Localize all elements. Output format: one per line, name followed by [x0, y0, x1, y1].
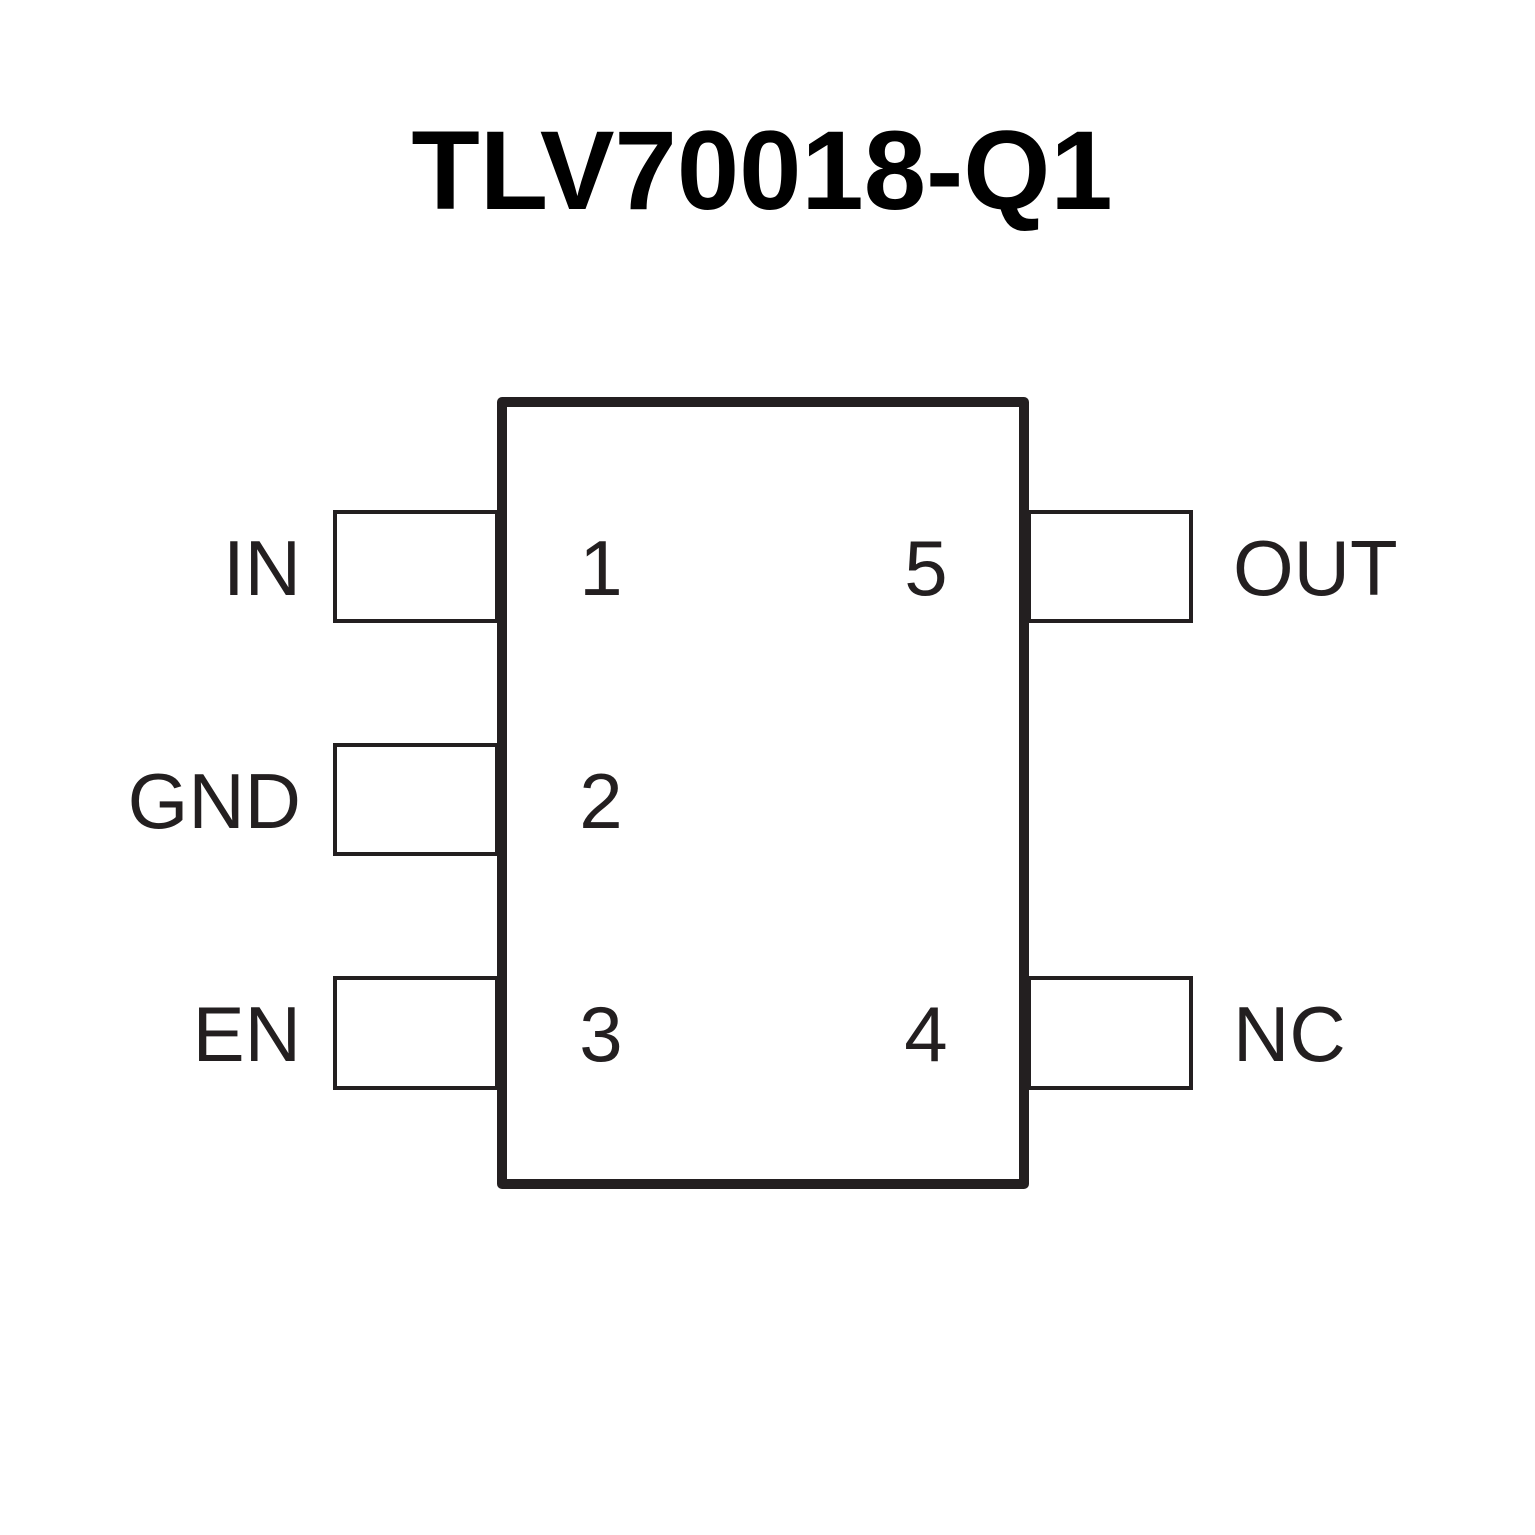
pin-lead-3 — [333, 976, 499, 1090]
pin-lead-1 — [333, 510, 499, 623]
pin-number-2: 2 — [579, 757, 622, 845]
pin-number-5: 5 — [904, 524, 947, 612]
pin-name-in: IN — [223, 524, 301, 612]
pin-name-nc: NC — [1233, 990, 1346, 1078]
package-body — [497, 397, 1029, 1189]
pin-number-3: 3 — [579, 990, 622, 1078]
device-title: TLV70018-Q1 — [411, 108, 1112, 233]
pin-name-gnd: GND — [128, 757, 301, 845]
pin-number-4: 4 — [904, 990, 947, 1078]
pin-lead-5 — [1027, 510, 1193, 623]
pin-lead-2 — [333, 743, 499, 856]
pin-name-en: EN — [193, 990, 301, 1078]
pin-name-out: OUT — [1233, 524, 1398, 612]
pin-lead-4 — [1027, 976, 1193, 1090]
pin-number-1: 1 — [579, 524, 622, 612]
